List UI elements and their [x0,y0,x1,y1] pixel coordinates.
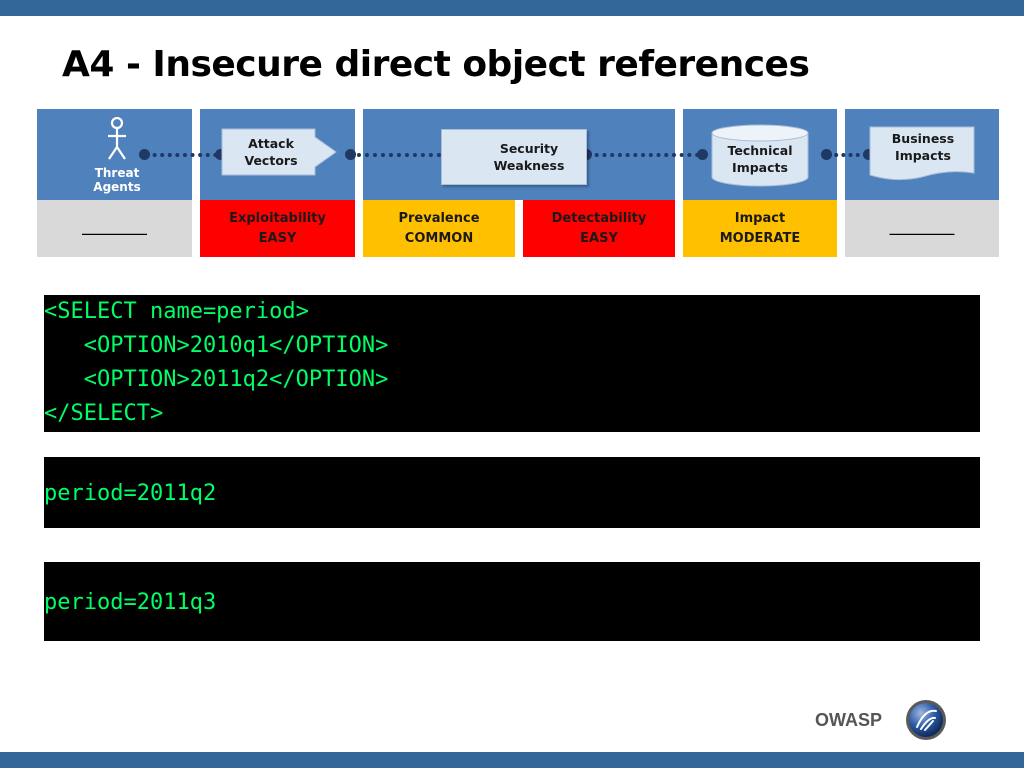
document-icon [869,126,975,181]
connector-dot [215,149,226,160]
connector-3 [587,153,707,157]
connector-dot [139,149,150,160]
database-cylinder-icon [711,124,809,187]
security-weakness-box: Security Weakness [441,129,587,185]
owasp-wordmark: OWASP [815,710,883,730]
connector-4 [827,153,867,157]
code-block-select: <SELECT name=period> <OPTION>2010q1</OPT… [44,295,980,432]
risk-diagram: Threat Agents Attack Vectors Security We… [37,109,999,257]
attack-vectors-arrow [221,128,337,176]
code-line: </SELECT> [44,401,164,426]
stick-figure-icon [108,116,126,160]
code-block-tampered: period=2011q3 [44,562,980,641]
bottom-accent-bar [0,752,1024,768]
slide-title: A4 - Insecure direct object references [62,44,810,85]
rating-detectability: Detectability EASY [523,200,675,257]
connector-dot [697,149,708,160]
rating-prevalence: Prevalence COMMON [363,200,515,257]
connector-dot [821,149,832,160]
technical-impacts-box: Technical Impacts [727,143,793,175]
code-line: period=2011q2 [44,481,217,506]
business-impacts-box: Business Impacts [891,131,955,163]
threat-agents-label: Threat Agents [93,166,141,194]
rating-business-impacts: __________ [845,200,999,257]
code-line: <OPTION>2011q2</OPTION> [44,367,389,392]
owasp-logo-icon [906,700,946,740]
attack-vectors-box: Attack Vectors [244,136,298,168]
top-accent-bar [0,0,1024,16]
code-line: period=2011q3 [44,590,217,615]
rating-threat-agents: __________ [37,200,192,257]
connector-dot [863,149,874,160]
rating-exploitability: Exploitability EASY [200,200,355,257]
code-block-request: period=2011q2 [44,457,980,528]
rating-impact: Impact MODERATE [683,200,837,257]
threat-agent: Threat Agents [86,116,148,194]
code-line: <OPTION>2010q1</OPTION> [44,333,389,358]
connector-1 [145,153,225,157]
code-line: <SELECT name=period> [44,299,309,324]
connector-dot [345,149,356,160]
connector-2 [349,153,441,157]
